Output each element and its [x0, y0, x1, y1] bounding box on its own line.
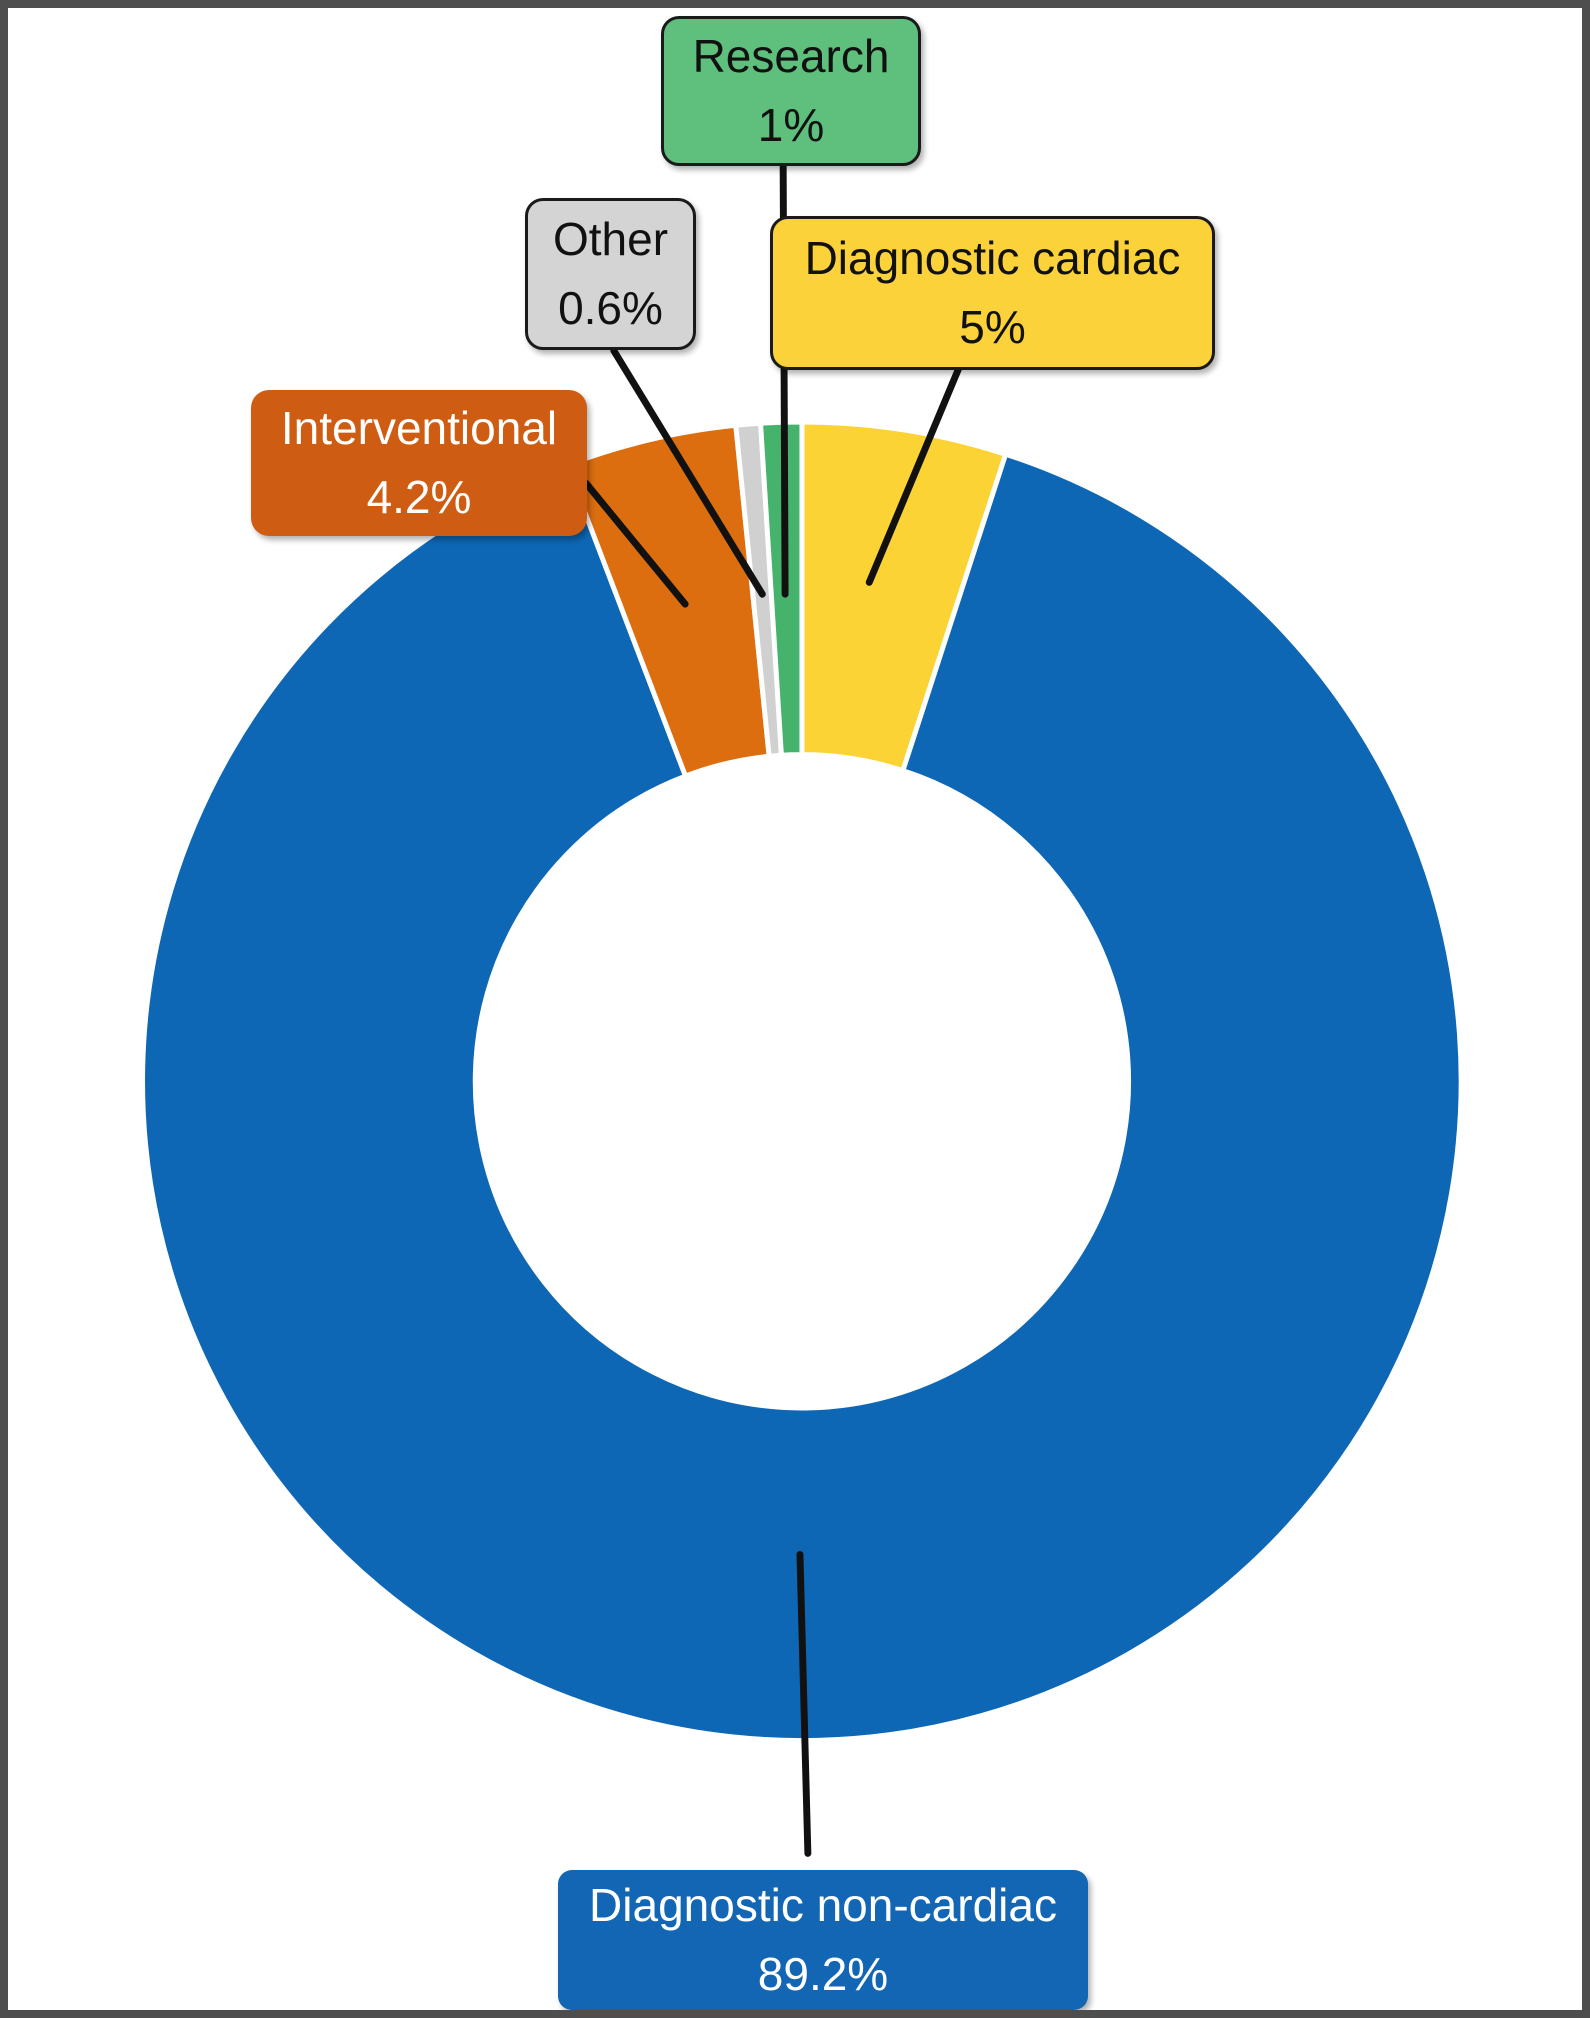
callout-interventional-value: 4.2% [366, 471, 472, 523]
callout-other-label: Other [552, 213, 669, 265]
callout-other-value: 0.6% [558, 282, 663, 334]
donut-chart [140, 155, 1464, 1857]
callout-diagnostic-non-cardiac: Diagnostic non-cardiac 89.2% [558, 1870, 1088, 2010]
leader-line-diagnostic-cardiac [865, 361, 964, 586]
leader-line-diagnostic-non-cardiac [796, 1550, 812, 1857]
callout-diagnostic-cardiac-value: 5% [959, 301, 1026, 353]
callout-interventional: Interventional 4.2% [251, 390, 587, 536]
callout-other: Other 0.6% [525, 198, 696, 350]
callout-research: Research 1% [661, 16, 921, 166]
callout-research-label: Research [692, 30, 890, 82]
callout-diagnostic-non-cardiac-value: 89.2% [757, 1948, 889, 2000]
callout-diagnostic-non-cardiac-label: Diagnostic non-cardiac [589, 1879, 1057, 1931]
callout-diagnostic-cardiac-label: Diagnostic cardiac [804, 232, 1181, 284]
callout-interventional-label: Interventional [280, 402, 558, 454]
donut-slices [140, 419, 1464, 1743]
slice-research [758, 419, 805, 758]
slice-diagnostic-non-cardiac [140, 451, 1464, 1743]
callout-research-value: 1% [757, 99, 825, 151]
callout-diagnostic-cardiac: Diagnostic cardiac 5% [770, 216, 1215, 370]
leader-line-other [610, 347, 766, 598]
leader-line-interventional [582, 479, 689, 608]
